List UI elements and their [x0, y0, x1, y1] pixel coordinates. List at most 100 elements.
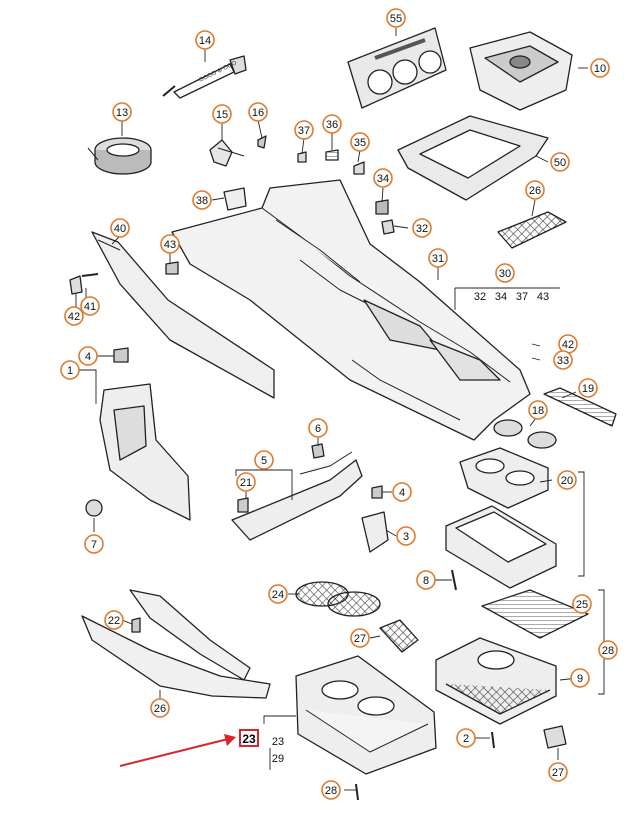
- callout-text: 41: [84, 301, 96, 313]
- screw-41: [81, 273, 99, 277]
- callout-text: 34: [495, 291, 507, 303]
- callout-text: 35: [354, 137, 366, 149]
- callout-31: 31: [428, 248, 448, 268]
- callout-circle: [553, 350, 573, 370]
- leader-lines: [75, 28, 605, 791]
- highlight-arrow: 23: [119, 729, 259, 767]
- callout-text: 34: [377, 173, 389, 185]
- callout-text: 8: [423, 575, 429, 587]
- clip-32: [381, 219, 395, 235]
- mat-24: [481, 589, 589, 639]
- clip-8: [361, 511, 389, 553]
- bracket-5: [231, 451, 363, 541]
- callout-circle: [192, 190, 212, 210]
- callout-2: 2: [456, 728, 476, 748]
- shift-boot-part: [469, 31, 573, 111]
- nut-6: [311, 443, 325, 459]
- callout-text: 29: [272, 753, 284, 765]
- side-bracket-1: [99, 383, 191, 521]
- callout-circle: [572, 594, 592, 614]
- callout-26: 26: [525, 180, 545, 200]
- callout-circle: [350, 628, 370, 648]
- callout-text: 43: [164, 239, 176, 251]
- callout-32: 32: [412, 218, 432, 238]
- callout-text: 32: [474, 291, 486, 303]
- callout-14: 14: [195, 30, 215, 50]
- callout-circle: [104, 610, 124, 630]
- callout-text: 24: [272, 589, 284, 601]
- callout-text: 28: [325, 785, 337, 797]
- screw-25c: [355, 783, 359, 801]
- callout-22: 22: [104, 610, 124, 630]
- callout-circle: [322, 114, 342, 134]
- callout-circle: [598, 640, 618, 660]
- cup-holder-26: [435, 637, 557, 725]
- callout-34: 34: [495, 291, 507, 303]
- callout-23: 23: [272, 736, 284, 748]
- clip-36: [325, 149, 339, 161]
- callout-text: 15: [216, 109, 228, 121]
- callout-18: 18: [528, 400, 548, 420]
- callout-circle: [268, 584, 288, 604]
- callout-circle: [392, 482, 412, 502]
- callout-circle: [195, 30, 215, 50]
- callout-circle: [373, 168, 393, 188]
- callout-circle: [525, 180, 545, 200]
- callout-text: 25: [576, 599, 588, 611]
- bezel-part: [347, 27, 447, 109]
- callout-circle: [456, 728, 476, 748]
- mat-27: [295, 581, 381, 617]
- callout-circle: [548, 762, 568, 782]
- trim-strip-19: [543, 387, 617, 427]
- clip-4b: [237, 497, 249, 513]
- callout-text: 26: [154, 703, 166, 715]
- callout-circle: [236, 472, 256, 492]
- callout-text: 31: [432, 253, 444, 265]
- callout-circle: [308, 418, 328, 438]
- callout-text: 42: [562, 339, 574, 351]
- callout-19: 19: [578, 378, 598, 398]
- highlight-label: 23: [242, 732, 256, 746]
- callout-36: 36: [322, 114, 342, 134]
- callout-circle: [570, 668, 590, 688]
- cup-ring-18: [493, 419, 557, 449]
- callout-29: 29: [272, 753, 284, 765]
- callout-43: 43: [537, 291, 549, 303]
- callout-text: 30: [499, 268, 511, 280]
- callout-text: 4: [399, 487, 405, 499]
- callout-28: 28: [598, 640, 618, 660]
- callout-3: 3: [396, 526, 416, 546]
- callout-text: 14: [199, 35, 211, 47]
- callout-text: 28: [602, 645, 614, 657]
- callout-16: 16: [248, 102, 268, 122]
- callout-circle: [112, 102, 132, 122]
- callout-25: 25: [572, 594, 592, 614]
- side-panel-part: [91, 231, 275, 399]
- callout-circle: [80, 296, 100, 316]
- callout-circle: [350, 132, 370, 152]
- callout-text: 27: [552, 767, 564, 779]
- callout-circle: [212, 104, 232, 124]
- callout-circle: [160, 234, 180, 254]
- part-drawings: OOOO ⊛ OOO: [69, 27, 617, 801]
- mat-28: [379, 619, 419, 653]
- callout-circle: [557, 470, 577, 490]
- callout-27: 27: [350, 628, 370, 648]
- callout-30: 30: [495, 263, 515, 283]
- callout-32: 32: [474, 291, 486, 303]
- screw-25b: [491, 731, 495, 749]
- callout-text: 27: [354, 633, 366, 645]
- callout-text: 4: [85, 351, 91, 363]
- callout-circle: [578, 378, 598, 398]
- callout-13: 13: [112, 102, 132, 122]
- callout-circle: [60, 360, 80, 380]
- clip-34: [375, 199, 389, 215]
- cap-42: [69, 275, 83, 295]
- callout-text: 10: [594, 63, 606, 75]
- callout-33: 33: [553, 350, 573, 370]
- callout-text: 13: [116, 107, 128, 119]
- callout-7: 7: [84, 534, 104, 554]
- clip-4a: [113, 347, 129, 363]
- callout-circle: [495, 263, 515, 283]
